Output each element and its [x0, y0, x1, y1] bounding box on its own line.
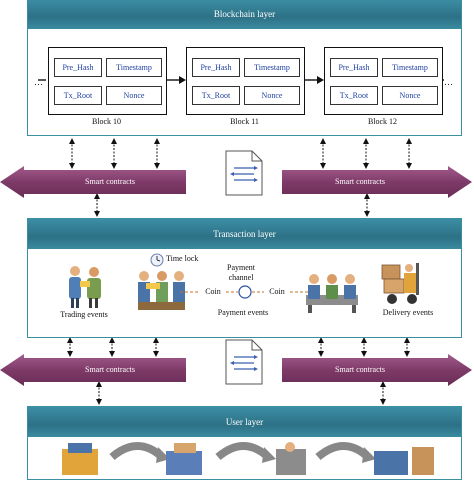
user-layer-title: User layer: [28, 407, 461, 437]
field-nonce: Nonce: [382, 86, 438, 105]
ellipsis-right: …: [444, 77, 453, 87]
clock-icon: [150, 253, 164, 267]
field-nonce: Nonce: [106, 86, 162, 105]
smart-contracts-label: Smart contracts: [335, 365, 385, 374]
field-pre-hash: Pre_Hash: [330, 58, 378, 77]
document-icon: [225, 339, 263, 385]
smart-contracts-label: Smart contracts: [85, 177, 135, 186]
payment-channel-line1: Payment: [227, 263, 255, 272]
delivery-events-label: Delivery events: [382, 308, 434, 317]
payment-people-left-icon: [138, 271, 185, 310]
field-tx-root: Tx_Root: [330, 86, 378, 105]
smart-contracts-label: Smart contracts: [85, 365, 135, 374]
payment-people-right-icon: [306, 274, 358, 313]
transaction-layer-title: Transaction layer: [28, 219, 461, 249]
user-layer: User layer: [27, 406, 462, 480]
block-11: Pre_Hash Timestamp Tx_Root Nonce: [186, 47, 305, 115]
delivery-forklift-icon: [381, 263, 419, 304]
user-flow-icons: [62, 442, 434, 475]
time-lock-label: Time lock: [166, 254, 199, 263]
blockchain-layer: Blockchain layer … … Pre_Hash Timestamp …: [27, 0, 462, 136]
block-10-label: Block 10: [91, 117, 122, 126]
block-12: Pre_Hash Timestamp Tx_Root Nonce: [324, 47, 443, 115]
smart-contracts-band-right-upper: [282, 166, 472, 198]
payment-channel-line2: channel: [228, 273, 254, 282]
block-10: Pre_Hash Timestamp Tx_Root Nonce: [48, 47, 167, 115]
document-icon: [225, 150, 263, 196]
chain-arrows: [38, 76, 444, 84]
trading-events-label: Trading events: [60, 310, 108, 319]
payment-events-label: Payment events: [217, 308, 269, 317]
smart-contracts-band-left-lower: [0, 354, 186, 386]
smart-contracts-label: Smart contracts: [335, 177, 385, 186]
block-12-label: Block 12: [367, 117, 398, 126]
field-timestamp: Timestamp: [244, 58, 300, 77]
field-pre-hash: Pre_Hash: [192, 58, 240, 77]
trading-people-icon: [69, 266, 101, 308]
blockchain-layer-title: Blockchain layer: [28, 0, 461, 29]
block-11-label: Block 11: [230, 117, 259, 126]
field-nonce: Nonce: [244, 86, 300, 105]
payment-channel-line: [180, 285, 310, 299]
field-tx-root: Tx_Root: [54, 86, 102, 105]
field-pre-hash: Pre_Hash: [54, 58, 102, 77]
smart-contracts-band-left-upper: [0, 166, 186, 198]
coin-left-label: Coin: [205, 287, 221, 296]
transaction-layer: Transaction layer Trading events Time lo…: [27, 218, 462, 338]
field-timestamp: Timestamp: [106, 58, 162, 77]
ellipsis-left: …: [34, 77, 43, 87]
field-tx-root: Tx_Root: [192, 86, 240, 105]
smart-contracts-band-right-lower: [282, 354, 472, 386]
field-timestamp: Timestamp: [382, 58, 438, 77]
coin-right-label: Coin: [269, 287, 285, 296]
